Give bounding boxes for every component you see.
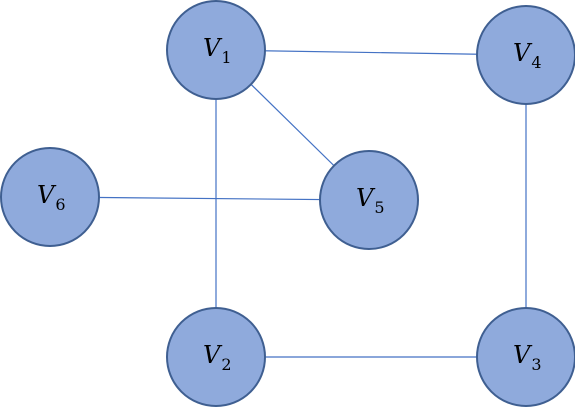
node-subscript-v5: 5: [374, 198, 384, 217]
node-subscript-v3: 3: [531, 355, 541, 374]
node-v4: V4: [476, 5, 575, 105]
node-v5: V5: [319, 150, 419, 250]
node-subscript-v1: 1: [221, 48, 231, 67]
node-circle-v4: [476, 5, 575, 105]
node-v1: V1: [166, 0, 266, 100]
node-circle-v1: [166, 0, 266, 100]
node-subscript-v2: 2: [221, 355, 231, 374]
edges: [49, 49, 527, 358]
node-v2: V2: [166, 307, 266, 407]
node-circle-v5: [319, 150, 419, 250]
node-v6: V6: [0, 147, 100, 247]
node-subscript-v4: 4: [531, 53, 541, 72]
node-v3: V3: [476, 307, 575, 407]
node-circle-v3: [476, 307, 575, 407]
node-subscript-v6: 6: [55, 195, 65, 214]
edge-v1-v4: [215, 49, 527, 56]
edge-v6-v5: [49, 196, 370, 201]
node-circle-v2: [166, 307, 266, 407]
node-circle-v6: [0, 147, 100, 247]
